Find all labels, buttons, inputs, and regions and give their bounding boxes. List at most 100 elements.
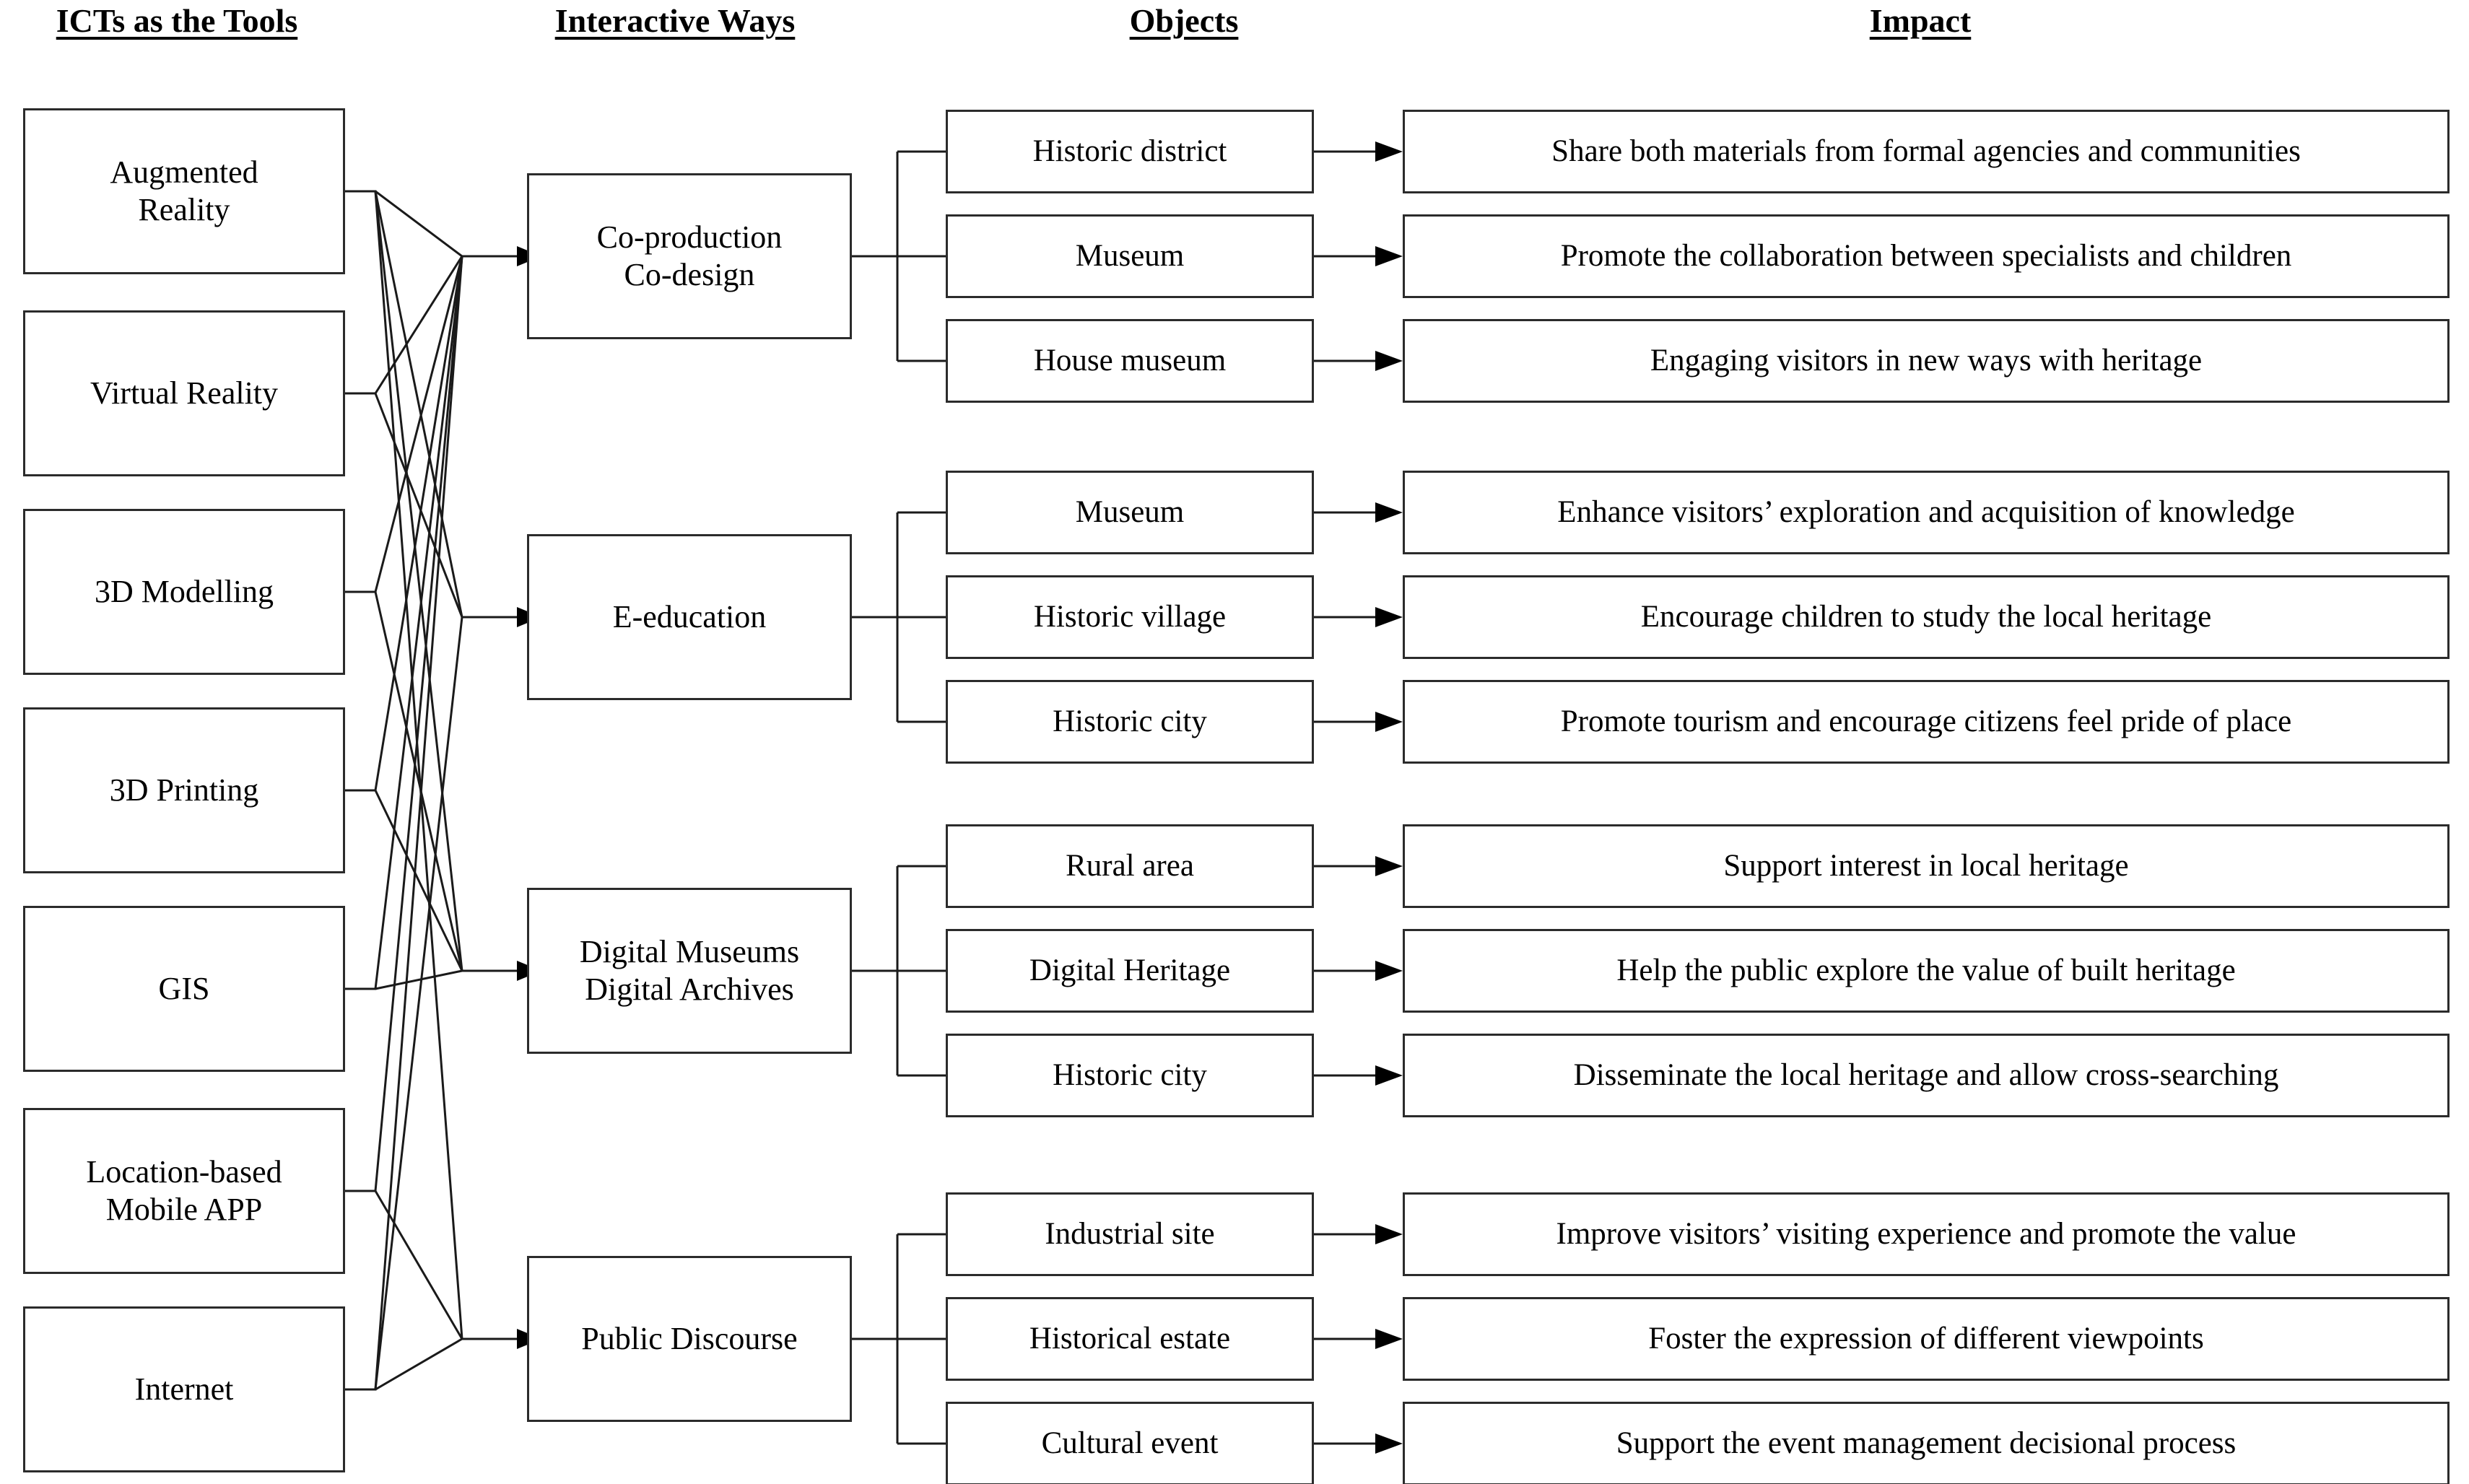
object-label-digital-heritage: Digital Heritage <box>1029 953 1231 987</box>
way-label-e-education: E-education <box>612 599 767 635</box>
impact-label-1: Share both materials from formal agencie… <box>1551 134 2301 168</box>
wire-gis-to-digitalmuseums <box>345 969 463 990</box>
object-box-historic-city-1[interactable]: Historic city <box>946 680 1314 764</box>
impact-label-8: Help the public explore the value of bui… <box>1616 953 2236 987</box>
object-label-historic-city-1: Historic city <box>1053 704 1207 738</box>
way-label-public-discourse: Public Discourse <box>581 1321 798 1357</box>
impact-box-8[interactable]: Help the public explore the value of bui… <box>1403 929 2450 1013</box>
way-label-co-production-co-design: Co-production Co-design <box>596 219 783 292</box>
object-box-digital-heritage[interactable]: Digital Heritage <box>946 929 1314 1013</box>
tool-box-virtual-reality[interactable]: Virtual Reality <box>23 310 345 476</box>
wire-3dmodelling-to-coproduction <box>345 256 463 593</box>
object-box-cultural-event[interactable]: Cultural event <box>946 1402 1314 1484</box>
wire-lbs-to-coproduction <box>345 256 463 1192</box>
impact-box-1[interactable]: Share both materials from formal agencie… <box>1403 110 2450 193</box>
impact-box-6[interactable]: Promote tourism and encourage citizens f… <box>1403 680 2450 764</box>
tool-box-3d-printing[interactable]: 3D Printing <box>23 707 345 873</box>
object-box-historic-village[interactable]: Historic village <box>946 575 1314 659</box>
tool-label-gis: GIS <box>158 971 210 1007</box>
arrow-impact-11 <box>1375 1329 1403 1349</box>
arrow-impact-9 <box>1375 1065 1403 1086</box>
wire-3dprinting-to-digitalmuseums <box>345 789 463 972</box>
arrow-impact-12 <box>1375 1433 1403 1454</box>
impact-box-3[interactable]: Engaging visitors in new ways with herit… <box>1403 319 2450 403</box>
object-box-rural-area[interactable]: Rural area <box>946 824 1314 908</box>
object-box-museum-1[interactable]: Museum <box>946 214 1314 298</box>
tool-box-location-based-mobile-app[interactable]: Location-based Mobile APP <box>23 1108 345 1274</box>
impact-label-9: Disseminate the local heritage and allow… <box>1573 1057 2279 1092</box>
impact-label-2: Promote the collaboration between specia… <box>1560 238 2292 273</box>
column-header-impact: Impact <box>1869 2 1972 39</box>
tool-box-internet[interactable]: Internet <box>23 1306 345 1472</box>
impact-label-6: Promote tourism and encourage citizens f… <box>1560 704 2292 738</box>
wire-ar-to-coproduction <box>345 190 463 258</box>
impact-label-3: Engaging visitors in new ways with herit… <box>1650 343 2203 377</box>
arrow-impact-7 <box>1375 856 1403 876</box>
way-box-e-education[interactable]: E-education <box>527 534 852 700</box>
wire-internet-to-publicdiscourse <box>345 1337 463 1391</box>
tool-box-3d-modelling[interactable]: 3D Modelling <box>23 509 345 675</box>
object-box-historic-district[interactable]: Historic district <box>946 110 1314 193</box>
object-box-house-museum[interactable]: House museum <box>946 319 1314 403</box>
impact-box-5[interactable]: Encourage children to study the local he… <box>1403 575 2450 659</box>
impact-box-2[interactable]: Promote the collaboration between specia… <box>1403 214 2450 298</box>
wire-internet-to-coproduction <box>345 256 463 1391</box>
object-label-cultural-event: Cultural event <box>1041 1426 1219 1460</box>
arrow-impact-4 <box>1375 502 1403 523</box>
tool-label-internet: Internet <box>134 1371 234 1407</box>
wire-3dmodelling-to-digitalmuseums <box>345 590 463 972</box>
impact-label-4: Enhance visitors’ exploration and acquis… <box>1557 494 2295 529</box>
impact-box-4[interactable]: Enhance visitors’ exploration and acquis… <box>1403 471 2450 554</box>
arrow-impact-2 <box>1375 246 1403 266</box>
tool-label-3d-modelling: 3D Modelling <box>94 574 274 610</box>
way-box-public-discourse[interactable]: Public Discourse <box>527 1256 852 1422</box>
tool-box-augmented-reality[interactable]: Augmented Reality <box>23 108 345 274</box>
impact-box-11[interactable]: Foster the expression of different viewp… <box>1403 1297 2450 1381</box>
arrow-impact-6 <box>1375 712 1403 732</box>
arrow-impact-8 <box>1375 961 1403 981</box>
wire-ar-to-digitalmuseums <box>345 190 463 972</box>
impact-box-7[interactable]: Support interest in local heritage <box>1403 824 2450 908</box>
arrow-impact-10 <box>1375 1224 1403 1244</box>
tool-box-gis[interactable]: GIS <box>23 906 345 1072</box>
tool-label-location-based-mobile-app: Location-based Mobile APP <box>86 1154 282 1227</box>
object-label-house-museum: House museum <box>1033 343 1227 377</box>
object-box-museum-2[interactable]: Museum <box>946 471 1314 554</box>
way-box-digital-museums-archives[interactable]: Digital Museums Digital Archives <box>527 888 852 1054</box>
wire-ar-to-eeducation <box>345 190 463 618</box>
wire-vr-to-eeducation <box>345 392 463 618</box>
object-label-rural-area: Rural area <box>1066 848 1194 883</box>
wire-internet-to-eeducation <box>345 616 463 1391</box>
impact-label-10: Improve visitors’ visiting experience an… <box>1556 1216 2296 1251</box>
tool-label-3d-printing: 3D Printing <box>109 772 259 808</box>
arrow-impact-5 <box>1375 607 1403 627</box>
wire-3dprinting-to-coproduction <box>345 256 463 792</box>
impact-label-11: Foster the expression of different viewp… <box>1648 1321 2204 1356</box>
object-box-historical-estate[interactable]: Historical estate <box>946 1297 1314 1381</box>
column-header-objects: Objects <box>1129 2 1239 39</box>
wire-gis-to-coproduction <box>345 256 463 990</box>
impact-box-12[interactable]: Support the event management decisional … <box>1403 1402 2450 1484</box>
impact-label-5: Encourage children to study the local he… <box>1640 599 2212 634</box>
wire-ar-to-publicdiscourse <box>345 190 463 1340</box>
way-label-digital-museums-archives: Digital Museums Digital Archives <box>579 934 800 1007</box>
object-label-industrial-site: Industrial site <box>1045 1216 1215 1251</box>
impact-box-10[interactable]: Improve visitors’ visiting experience an… <box>1403 1192 2450 1276</box>
way-box-co-production-co-design[interactable]: Co-production Co-design <box>527 173 852 339</box>
wire-lbs-to-publicdiscourse <box>345 1190 463 1340</box>
object-box-historic-city-2[interactable]: Historic city <box>946 1034 1314 1117</box>
object-label-historic-district: Historic district <box>1032 134 1227 168</box>
arrow-impact-1 <box>1375 141 1403 162</box>
object-label-historical-estate: Historical estate <box>1029 1321 1231 1356</box>
object-label-museum-2: Museum <box>1075 494 1185 529</box>
object-label-historic-village: Historic village <box>1033 599 1227 634</box>
object-label-historic-city-2: Historic city <box>1053 1057 1207 1092</box>
object-label-museum-1: Museum <box>1075 238 1185 273</box>
column-header-tools: ICTs as the Tools <box>56 2 298 39</box>
impact-label-7: Support interest in local heritage <box>1723 848 2129 883</box>
arrow-impact-3 <box>1375 351 1403 371</box>
impact-box-9[interactable]: Disseminate the local heritage and allow… <box>1403 1034 2450 1117</box>
object-box-industrial-site[interactable]: Industrial site <box>946 1192 1314 1276</box>
wire-vr-to-coproduction <box>345 256 463 395</box>
